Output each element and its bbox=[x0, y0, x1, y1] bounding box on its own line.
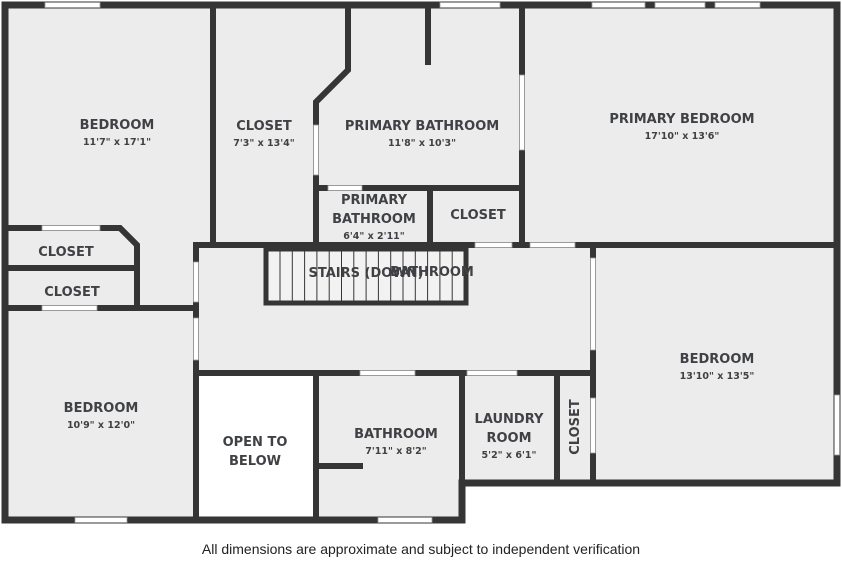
room-name: PRIMARY BATHROOM bbox=[345, 119, 499, 134]
window-opening bbox=[193, 261, 199, 303]
stairs-label: STAIRS (DOWN) bbox=[309, 266, 424, 281]
room-name: BATHROOM bbox=[354, 427, 438, 442]
room-dimensions: 11'7" x 17'1" bbox=[83, 137, 151, 148]
floor-plan: BEDROOM 11'7" x 17'1" CLOSET 7'3" x 13'4… bbox=[1, 1, 841, 524]
window-opening bbox=[313, 124, 319, 176]
window-opening bbox=[591, 2, 646, 8]
room-name: CLOSET bbox=[44, 285, 100, 300]
room-dimensions: 13'10" x 13'5" bbox=[680, 371, 755, 382]
room-dimensions: 7'11" x 8'2" bbox=[365, 446, 427, 457]
room-name-line2: ROOM bbox=[486, 431, 531, 446]
window-opening bbox=[474, 242, 513, 248]
room-name: CLOSET bbox=[568, 399, 583, 455]
room-labels: BEDROOM 11'7" x 17'1" CLOSET 7'3" x 13'4… bbox=[38, 112, 754, 469]
room-dimensions: 10'9" x 12'0" bbox=[67, 420, 135, 431]
room-dimensions: 6'4" x 2'11" bbox=[343, 231, 405, 242]
window-opening bbox=[44, 2, 101, 8]
window-opening bbox=[359, 370, 416, 376]
room-name: BEDROOM bbox=[80, 118, 155, 133]
windows bbox=[41, 2, 840, 523]
room-name: CLOSET bbox=[450, 208, 506, 223]
room-dimensions: 7'3" x 13'4" bbox=[233, 138, 295, 149]
window-opening bbox=[193, 317, 199, 361]
window-opening bbox=[327, 185, 363, 191]
room-dimensions: 11'8" x 10'3" bbox=[388, 138, 456, 149]
window-opening bbox=[834, 394, 840, 456]
window-opening bbox=[466, 370, 518, 376]
window-opening bbox=[519, 74, 525, 151]
room-name-line2: BATHROOM bbox=[332, 212, 416, 227]
window-opening bbox=[74, 517, 128, 523]
window-opening bbox=[41, 225, 101, 231]
room-name-line1: OPEN TO bbox=[223, 435, 288, 450]
room-name: BEDROOM bbox=[64, 401, 139, 416]
room-name: BATHROOM bbox=[390, 265, 474, 280]
window-opening bbox=[654, 2, 706, 8]
window-opening bbox=[41, 305, 98, 311]
window-opening bbox=[714, 2, 761, 8]
room-name: BEDROOM bbox=[680, 352, 755, 367]
room-name-line1: PRIMARY bbox=[341, 193, 408, 208]
window-opening bbox=[529, 242, 576, 248]
room-name-line1: LAUNDRY bbox=[475, 412, 544, 427]
room-name: CLOSET bbox=[38, 245, 94, 260]
window-opening bbox=[439, 2, 501, 8]
window-opening bbox=[590, 397, 596, 454]
room-name-line2: BELOW bbox=[229, 454, 281, 469]
room-name: PRIMARY BEDROOM bbox=[609, 112, 754, 127]
disclaimer: All dimensions are approximate and subje… bbox=[201, 541, 641, 557]
room-dimensions: 17'10" x 13'6" bbox=[645, 131, 720, 142]
room-name: CLOSET bbox=[236, 119, 292, 134]
window-opening bbox=[377, 517, 433, 523]
window-opening bbox=[590, 257, 596, 351]
room-dimensions: 5'2" x 6'1" bbox=[482, 450, 537, 461]
stairs bbox=[263, 246, 469, 306]
